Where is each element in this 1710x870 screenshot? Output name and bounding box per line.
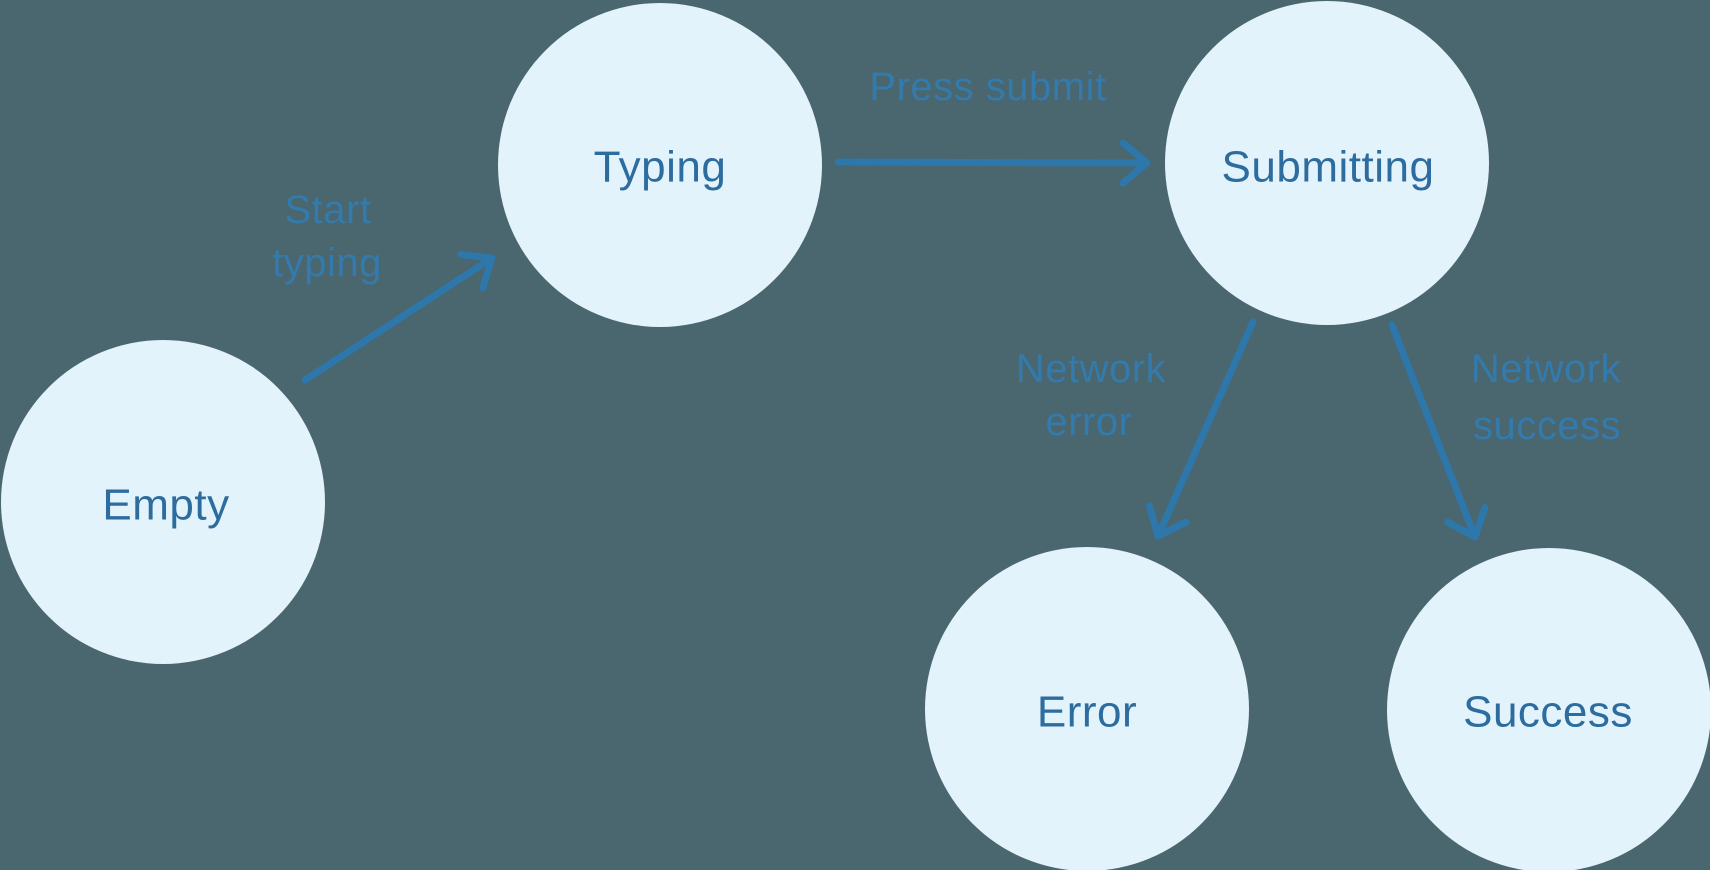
state-label-typing: Typing <box>594 143 727 192</box>
transition-label-network-error-line1: Network <box>1016 347 1167 391</box>
transition-label-press-submit: Press submit <box>869 65 1106 109</box>
transition-label-network-success-line2: success <box>1473 404 1621 448</box>
state-label-submitting: Submitting <box>1222 143 1435 192</box>
state-node-error <box>925 547 1249 870</box>
state-label-error: Error <box>1037 688 1137 737</box>
transition-label-network-success-line1: Network <box>1471 347 1622 391</box>
state-node-typing <box>498 3 822 327</box>
transition-label-network-error-line2: error <box>1046 400 1133 444</box>
state-node-submitting <box>1165 1 1489 325</box>
transition-label-start-typing-line2: typing <box>272 241 382 285</box>
arrow-typing-to-submitting <box>834 139 1151 187</box>
arrow-submitting-to-success <box>1388 321 1489 541</box>
arrow-empty-to-typing <box>301 251 496 384</box>
state-node-empty <box>1 340 325 664</box>
state-node-success <box>1387 548 1710 870</box>
state-label-empty: Empty <box>102 481 229 530</box>
arrow-submitting-to-error <box>1145 318 1257 540</box>
transition-label-start-typing-line1: Start <box>285 188 372 232</box>
state-label-success: Success <box>1463 688 1633 737</box>
